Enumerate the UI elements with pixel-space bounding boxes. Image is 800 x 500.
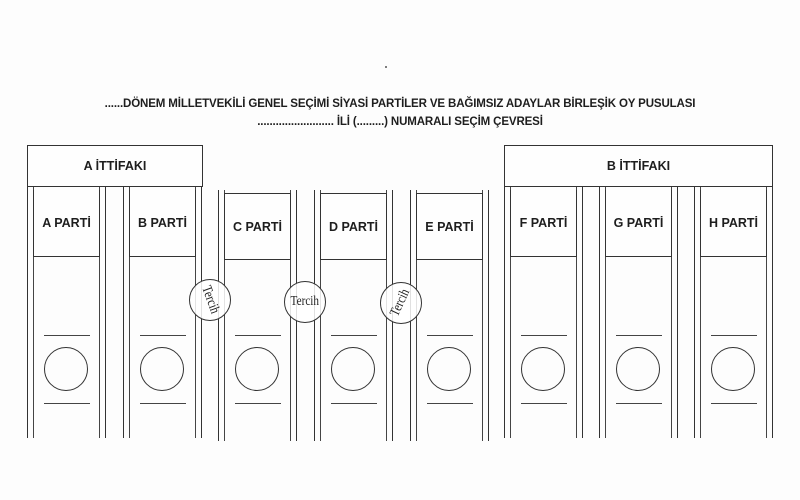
divider-line — [331, 403, 377, 404]
vote-circle[interactable] — [140, 347, 184, 391]
party-name-box: C PARTİ — [224, 193, 291, 260]
stamp-text: Tercih — [290, 294, 320, 309]
party-column-f[interactable]: F PARTİ — [504, 187, 583, 438]
column-rule — [33, 187, 34, 438]
paper-speck — [385, 66, 387, 68]
divider-line — [616, 403, 662, 404]
divider-line — [140, 403, 186, 404]
divider-line — [427, 335, 473, 336]
party-name-box: E PARTİ — [416, 193, 483, 260]
party-name-box: B PARTİ — [129, 190, 196, 257]
party-column-g[interactable]: G PARTİ — [599, 187, 678, 438]
column-rule — [129, 187, 130, 438]
divider-line — [521, 403, 567, 404]
party-name-box: F PARTİ — [510, 190, 577, 257]
party-column-b[interactable]: B PARTİ — [123, 187, 202, 438]
divider-line — [44, 335, 90, 336]
vote-circle[interactable] — [616, 347, 660, 391]
tercih-stamp: Tercih — [284, 281, 326, 323]
stamp-text: Tercih — [198, 283, 223, 316]
vote-circle[interactable] — [235, 347, 279, 391]
party-column-h[interactable]: H PARTİ — [694, 187, 773, 438]
divider-line — [235, 403, 281, 404]
column-rule — [510, 187, 511, 438]
divider-line — [140, 335, 186, 336]
divider-line — [521, 335, 567, 336]
tercih-stamp: Tercih — [189, 279, 231, 321]
vote-circle[interactable] — [44, 347, 88, 391]
divider-line — [427, 403, 473, 404]
divider-line — [235, 335, 281, 336]
column-rule — [482, 190, 483, 441]
party-column-c[interactable]: C PARTİ — [218, 190, 297, 441]
alliance-b-header: B İTTİFAKI — [504, 145, 773, 187]
ballot-title: ......DÖNEM MİLLETVEKİLİ GENEL SEÇİMİ Sİ… — [104, 96, 696, 110]
divider-line — [711, 335, 757, 336]
party-name-box: G PARTİ — [605, 190, 672, 257]
column-rule — [766, 187, 767, 438]
vote-circle[interactable] — [427, 347, 471, 391]
divider-line — [711, 403, 757, 404]
divider-line — [331, 335, 377, 336]
divider-line — [616, 335, 662, 336]
party-column-e[interactable]: E PARTİ — [410, 190, 489, 441]
stamp-text: Tercih — [387, 286, 414, 319]
column-rule — [224, 190, 225, 441]
party-name-box: H PARTİ — [700, 190, 767, 257]
column-rule — [576, 187, 577, 438]
party-column-a[interactable]: A PARTİ — [27, 187, 106, 438]
vote-circle[interactable] — [331, 347, 375, 391]
column-rule — [700, 187, 701, 438]
party-name-box: D PARTİ — [320, 193, 387, 260]
column-rule — [99, 187, 100, 438]
party-column-d[interactable]: D PARTİ — [314, 190, 393, 441]
vote-circle[interactable] — [711, 347, 755, 391]
vote-circle[interactable] — [521, 347, 565, 391]
column-rule — [671, 187, 672, 438]
party-name-box: A PARTİ — [33, 190, 100, 257]
divider-line — [44, 403, 90, 404]
tercih-stamp: Tercih — [380, 282, 422, 324]
column-rule — [605, 187, 606, 438]
ballot-subtitle: ......................... İLİ (.........… — [257, 114, 543, 128]
alliance-a-header: A İTTİFAKI — [27, 145, 203, 187]
